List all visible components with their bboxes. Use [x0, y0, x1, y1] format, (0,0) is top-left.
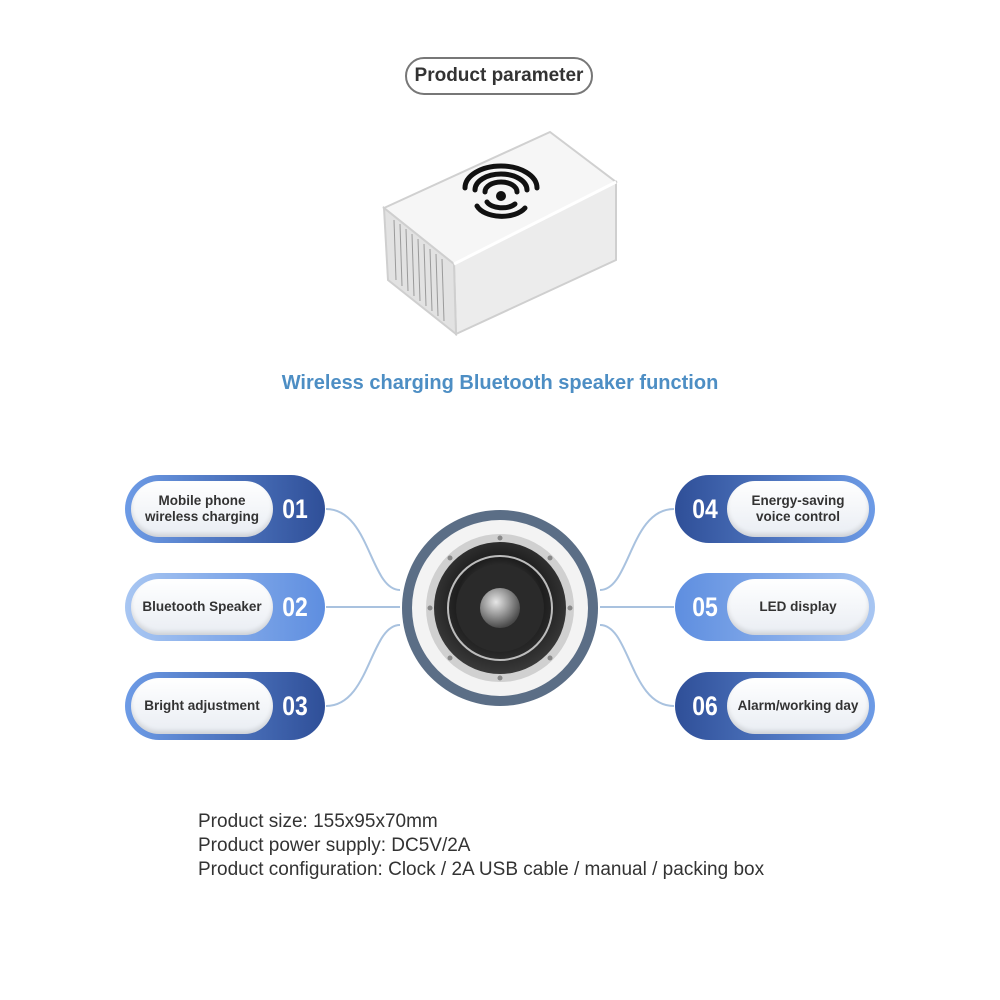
spec-configuration: Product configuration: Clock / 2A USB ca…: [198, 859, 765, 880]
feature-number: 04: [692, 493, 718, 524]
feature-number: 06: [692, 690, 718, 721]
feature-label: LED display: [727, 579, 869, 635]
feature-pill-06: 06 Alarm/working day: [675, 672, 875, 740]
product-specs: Product size: 155x95x70mm Product power …: [198, 810, 764, 882]
feature-pill-05: 05 LED display: [675, 573, 875, 641]
section-subtitle: Wireless charging Bluetooth speaker func…: [281, 372, 719, 394]
speaker-driver-icon: [402, 510, 598, 706]
spec-power: Product power supply: DC5V/2A: [198, 835, 471, 856]
feature-label: Alarm/working day: [727, 678, 869, 734]
page-title: Product parameter: [405, 57, 593, 95]
feature-pill-02: Bluetooth Speaker 02: [125, 573, 325, 641]
feature-number: 01: [282, 493, 308, 524]
feature-label: Bright adjustment: [131, 678, 273, 734]
speaker-box-illustration: [382, 130, 618, 337]
feature-number: 03: [282, 690, 308, 721]
wireless-charging-icon: [462, 163, 540, 219]
feature-pill-03: Bright adjustment 03: [125, 672, 325, 740]
feature-number: 02: [282, 591, 308, 622]
spec-size: Product size: 155x95x70mm: [198, 811, 438, 832]
feature-label: Bluetooth Speaker: [131, 579, 273, 635]
feature-number: 05: [692, 591, 718, 622]
